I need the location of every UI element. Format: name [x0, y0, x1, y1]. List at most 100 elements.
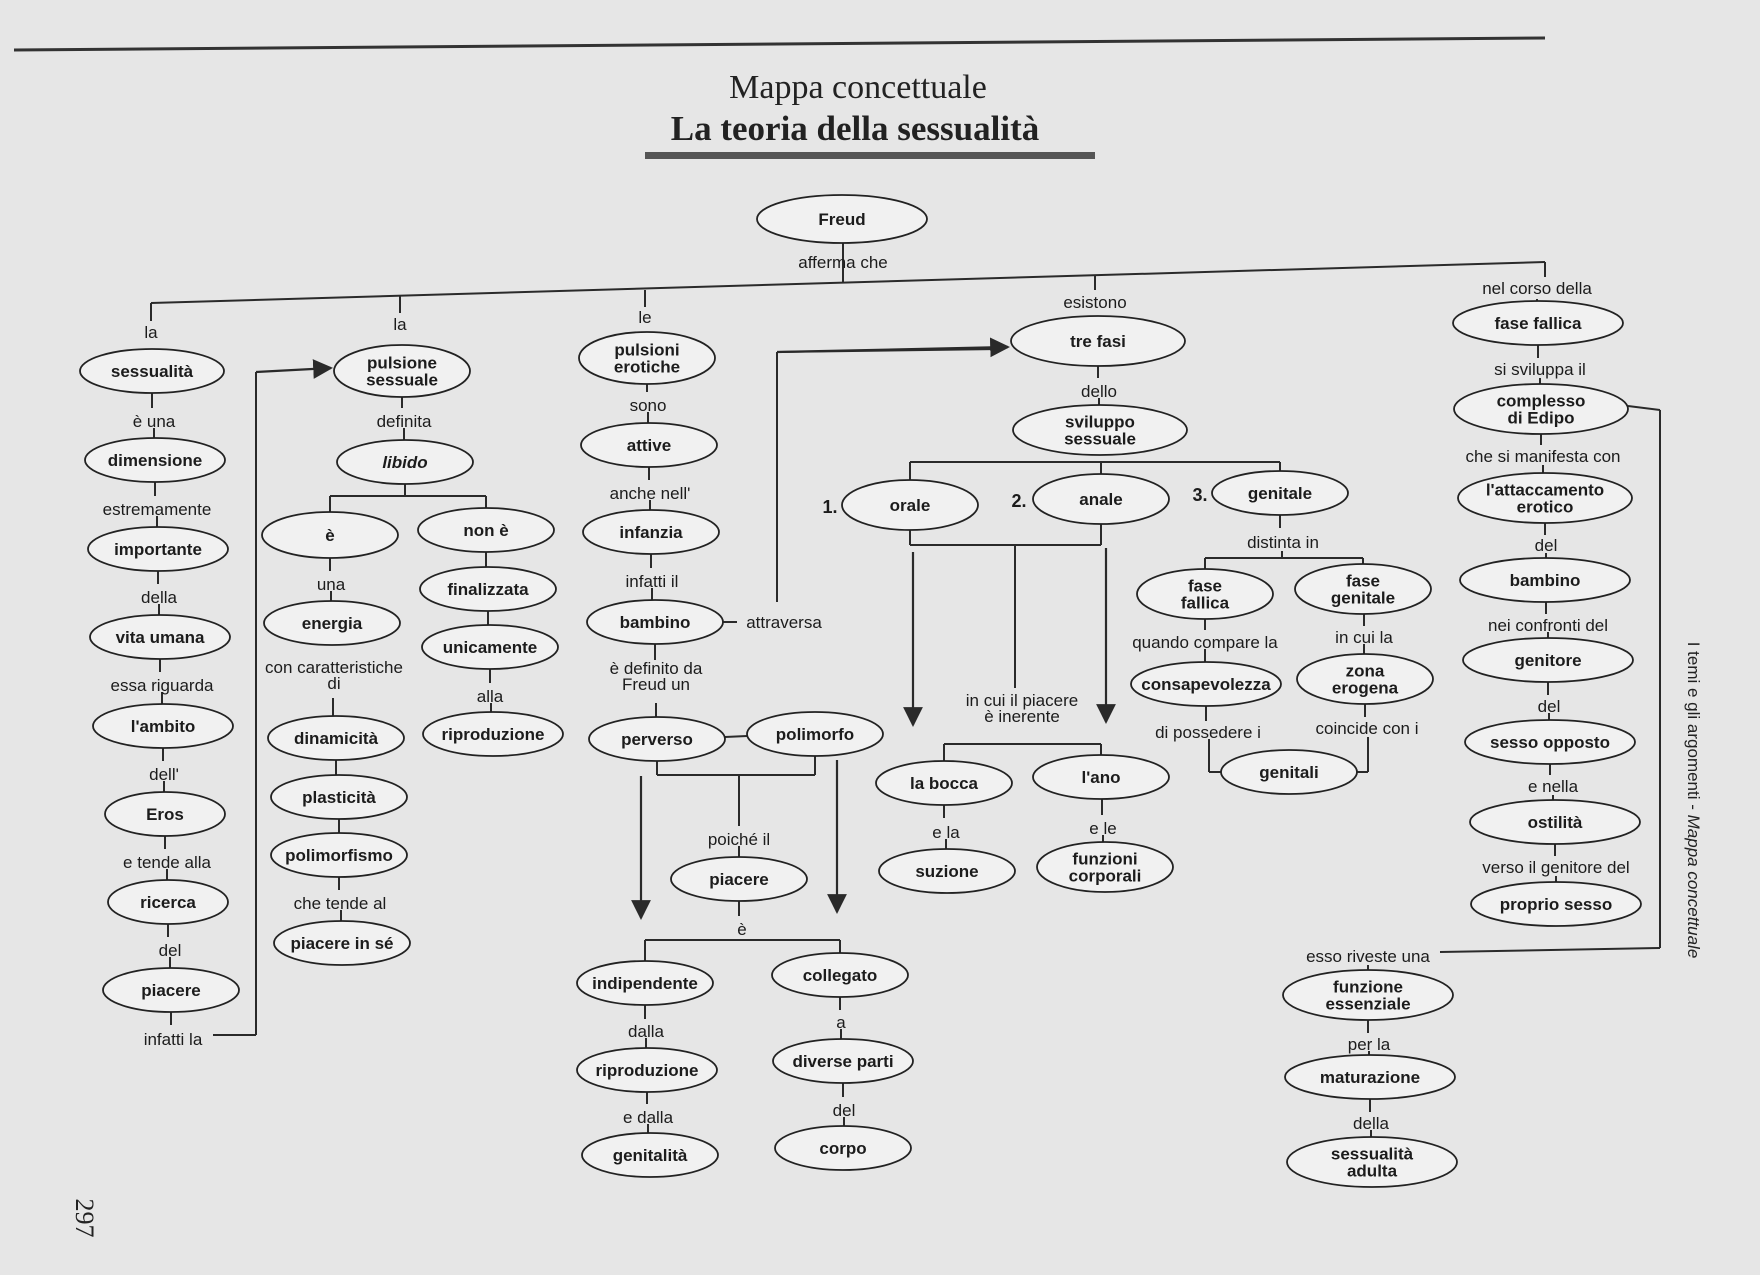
label-in-cui-il-piacere: è inerente [984, 707, 1060, 726]
node-ano: l'ano [1032, 754, 1170, 800]
node-ellipse [1453, 383, 1629, 435]
top-rule [13, 36, 1546, 52]
label-distinta-in: distinta in [1247, 533, 1319, 552]
node-ellipse [576, 1047, 718, 1093]
node-importante: importante [87, 526, 229, 572]
node-text: piacere [709, 870, 769, 889]
node-ellipse [419, 566, 557, 612]
node-diverse-parti: diverse parti [772, 1038, 914, 1084]
node-ellipse [270, 774, 408, 820]
node-text: perverso [621, 730, 693, 749]
node-text: attive [627, 436, 671, 455]
node-text: genitale [1331, 589, 1395, 608]
node-text: plasticità [302, 788, 376, 807]
node-ellipse [1470, 881, 1642, 927]
node-ellipse [1452, 300, 1624, 346]
label-essa-riguarda: essa riguarda [110, 676, 214, 695]
label-e-le: e le [1089, 819, 1116, 838]
node-text: piacere in sé [290, 934, 393, 953]
node-fase-fallica2: fase fallica [1452, 300, 1624, 346]
label-e-tende-alla: e tende alla [123, 853, 211, 872]
node-infanzia: infanzia [582, 509, 720, 555]
arrow-connector [776, 337, 1010, 358]
stage-number-3: 3. [1192, 485, 1207, 505]
label-che-si-manifesta-con: che si manifesta con [1466, 447, 1621, 466]
node-ellipse [1211, 470, 1349, 516]
label-attraversa: attraversa [746, 613, 822, 632]
node-e-node: è [261, 511, 399, 559]
node-text: l'attaccamento [1486, 481, 1604, 500]
label-del2: del [833, 1101, 856, 1120]
node-ellipse [1469, 799, 1641, 845]
node-unicamente: unicamente [421, 624, 559, 670]
node-text: orale [890, 496, 931, 515]
node-polimorfismo: polimorfismo [270, 832, 408, 878]
label-in-cui-la: in cui la [1335, 628, 1393, 647]
connector-line [1627, 405, 1661, 411]
node-text: tre fasi [1070, 332, 1126, 351]
node-text: di Edipo [1507, 409, 1574, 428]
node-ellipse [1136, 568, 1274, 620]
node-orale: orale [841, 479, 979, 531]
node-text: ricerca [140, 893, 196, 912]
arrow-connector [255, 359, 333, 379]
node-text: dinamicità [294, 729, 379, 748]
node-riproduzione2: riproduzione [576, 1047, 718, 1093]
node-text: erogena [1332, 679, 1399, 698]
label-le: le [638, 308, 651, 327]
node-text: funzione [1333, 978, 1403, 997]
label-con-caratteristiche: di [327, 674, 340, 693]
label-del3: del [1535, 536, 1558, 555]
node-text: sessuale [1064, 430, 1136, 449]
node-riproduzione1: riproduzione [422, 711, 564, 757]
node-freud: Freud [756, 194, 928, 244]
node-suzione: suzione [878, 848, 1016, 894]
side-caption: I temi e gli argomenti - Mappa concettua… [1684, 642, 1703, 959]
node-anale: anale [1032, 473, 1170, 525]
node-ellipse [1032, 754, 1170, 800]
label-e-definito: è definito da [610, 659, 703, 678]
node-ellipse [79, 348, 225, 394]
node-text: fallica [1181, 594, 1230, 613]
node-text: sessualità [1331, 1145, 1414, 1164]
node-text: pulsione [367, 354, 437, 373]
node-proprio-sesso: proprio sesso [1470, 881, 1642, 927]
node-genitore: genitore [1462, 637, 1634, 683]
node-maturazione: maturazione [1284, 1054, 1456, 1100]
node-genitali: genitali [1220, 749, 1358, 795]
node-text: infanzia [619, 523, 683, 542]
label-alla: alla [477, 687, 504, 706]
node-text: piacere [141, 981, 201, 1000]
label-del4: del [1538, 697, 1561, 716]
concept-nodes: Freudsessualitàdimensioneimportantevita … [79, 194, 1642, 1188]
label-verso-il-genitore-del: verso il genitore del [1482, 858, 1629, 877]
node-ellipse [1296, 653, 1434, 705]
label-la1: la [144, 323, 158, 342]
node-ellipse [576, 960, 714, 1006]
node-text: unicamente [443, 638, 537, 657]
label-infatti-la: infatti la [144, 1030, 203, 1049]
node-bocca: la bocca [875, 760, 1013, 806]
label-la2: la [393, 315, 407, 334]
node-ellipse [104, 791, 226, 837]
label-una: una [317, 575, 346, 594]
node-text: complesso [1497, 392, 1586, 411]
node-text: non è [463, 521, 508, 540]
node-text: dimensione [108, 451, 202, 470]
label-e-definito: Freud un [622, 675, 690, 694]
node-text: funzioni [1072, 850, 1137, 869]
node-indipendente: indipendente [576, 960, 714, 1006]
node-ellipse [1457, 472, 1633, 524]
label-e-una: è una [133, 412, 176, 431]
label-definita: definita [377, 412, 432, 431]
node-genitale: genitale [1211, 470, 1349, 516]
node-text: sessuale [366, 371, 438, 390]
label-sono: sono [630, 396, 667, 415]
node-text: genitalità [613, 1146, 688, 1165]
